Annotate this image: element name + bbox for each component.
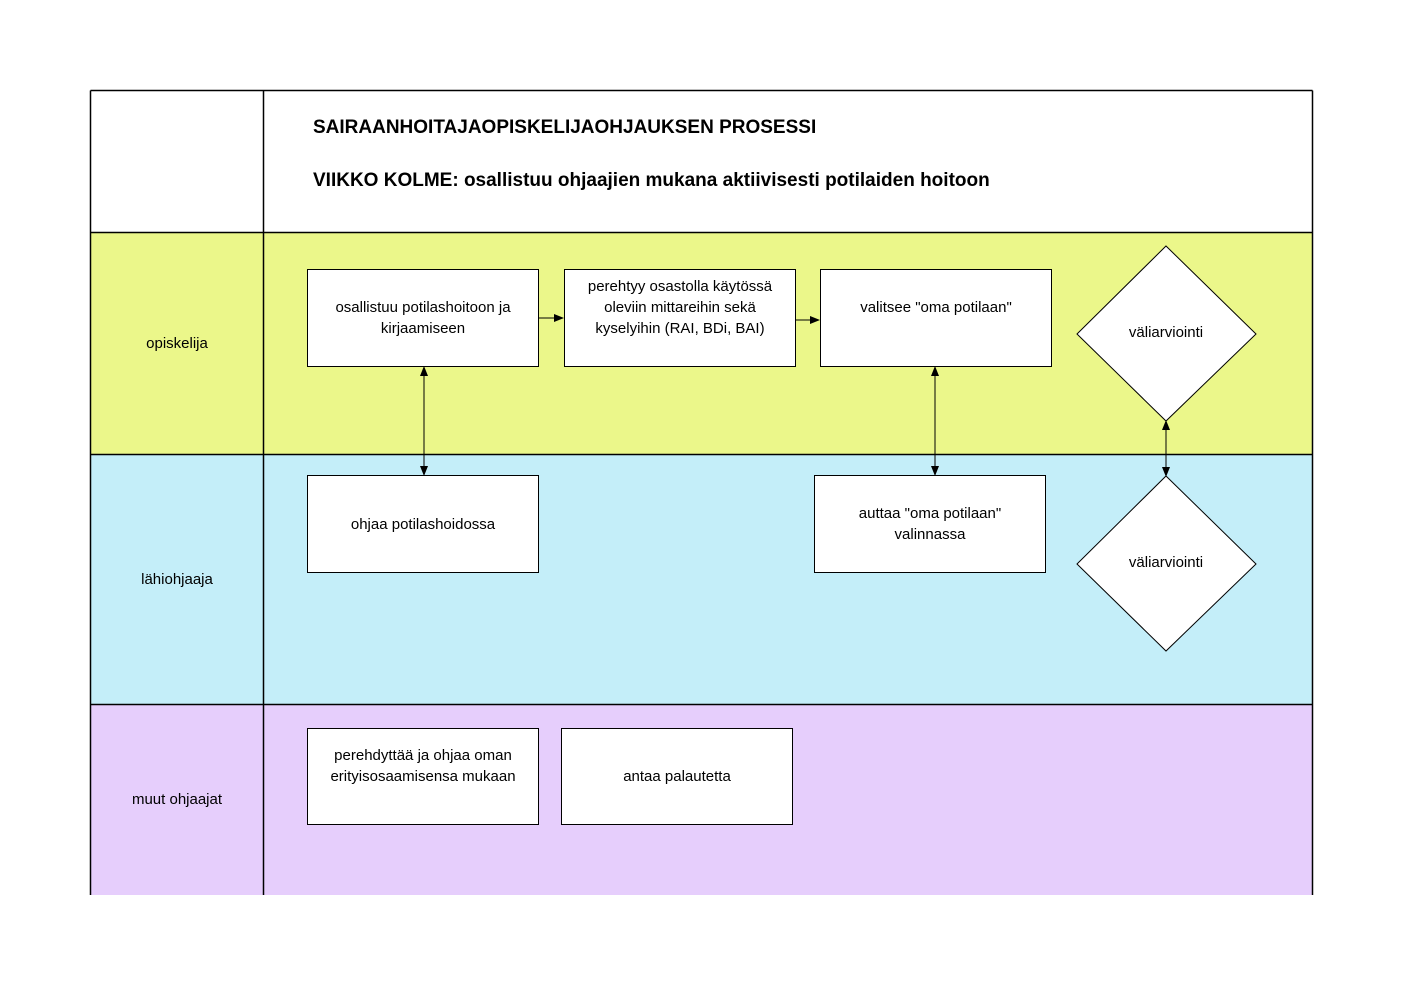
diamond-valiarviointi-lahiohjaaja [1076, 475, 1257, 652]
node-auttaa: auttaa "oma potilaan" valinnassa [814, 475, 1046, 573]
node-valitsee: valitsee "oma potilaan" [820, 269, 1052, 367]
diagram-title: SAIRAANHOITAJAOPISKELIJAOHJAUKSEN PROSES… [313, 117, 817, 138]
lane-label-muut-ohjaajat: muut ohjaajat [131, 791, 223, 808]
lane-label-lahiohjaaja: lähiohjaaja [141, 570, 213, 588]
node-antaa: antaa palautetta [561, 728, 793, 825]
node-osallistuu: osallistuu potilashoitoon ja kirjaamisee… [307, 269, 539, 367]
header-row [90, 90, 1313, 233]
diamond-label-lahiohjaaja: väliarviointi [1128, 554, 1204, 571]
node-perehdyttaa: perehdyttää ja ohjaa oman erityisosaamis… [307, 728, 539, 825]
node-ohjaa: ohjaa potilashoidossa [307, 475, 539, 573]
diamond-label-opiskelija: väliarviointi [1128, 324, 1204, 341]
node-perehtyy: perehtyy osastolla käytössä oleviin mitt… [564, 269, 796, 367]
lane-label-opiskelija: opiskelija [146, 334, 208, 352]
diagram-subtitle: VIIKKO KOLME: osallistuu ohjaajien mukan… [313, 170, 990, 191]
diamond-valiarviointi-opiskelija [1076, 245, 1257, 422]
